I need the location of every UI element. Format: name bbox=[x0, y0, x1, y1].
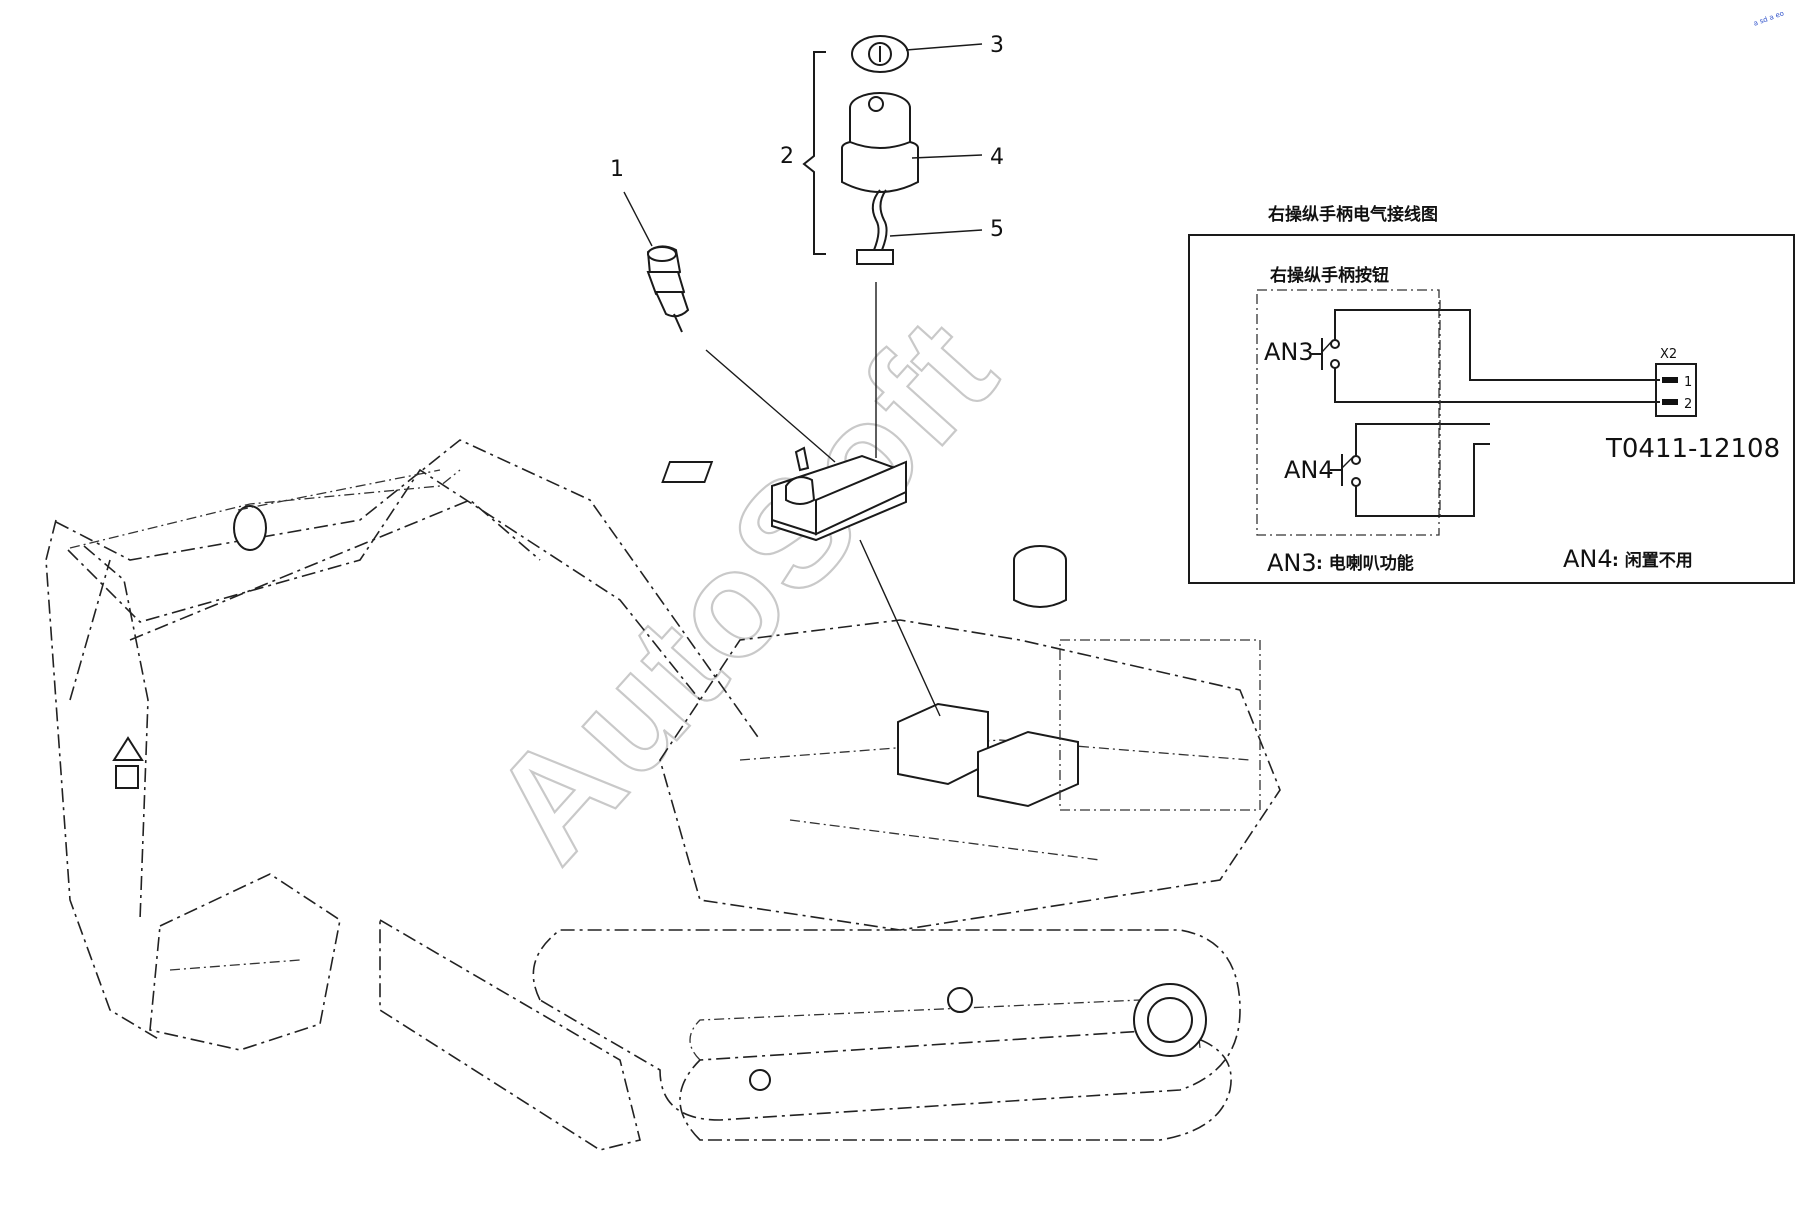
an4-switch bbox=[1330, 454, 1361, 487]
pin-2-label: 2 bbox=[1684, 397, 1692, 412]
callout-5: 5 bbox=[990, 217, 1004, 242]
part-5-wire-harness bbox=[856, 189, 983, 458]
callout-4: 4 bbox=[990, 145, 1004, 170]
note-an3-label: AN3 bbox=[1267, 549, 1317, 577]
an3-switch bbox=[1310, 338, 1340, 370]
excavator-outline bbox=[45, 439, 1281, 1151]
an4-label: AN4 bbox=[1284, 456, 1334, 484]
part-4-ignition-switch bbox=[841, 92, 983, 193]
connector-x2 bbox=[1655, 363, 1697, 417]
watermark: AutoSoft bbox=[458, 284, 1030, 893]
part-code: T0411-12108 bbox=[1605, 434, 1780, 464]
an3-label: AN3 bbox=[1264, 338, 1314, 366]
pin-1-label: 1 bbox=[1684, 375, 1692, 390]
callout-2: 2 bbox=[780, 144, 794, 169]
part-3-key-cap bbox=[851, 35, 983, 73]
connector-label: X2 bbox=[1660, 347, 1677, 362]
part-2-bracket bbox=[802, 51, 826, 255]
note-an4-label: AN4 bbox=[1563, 545, 1613, 573]
part-1-horn-button bbox=[623, 191, 836, 463]
wiring-title: 右操纵手柄电气接线图 bbox=[1268, 204, 1438, 225]
watermark-text: AutoSoft bbox=[459, 285, 1029, 892]
console-leader bbox=[859, 539, 941, 717]
control-handle-console bbox=[661, 446, 907, 542]
callout-1: 1 bbox=[610, 157, 624, 182]
button-group-title: 右操纵手柄按钮 bbox=[1270, 265, 1389, 286]
button-enclosure bbox=[1256, 289, 1440, 536]
wires bbox=[1334, 300, 1660, 520]
corner-mark: a sd a eo bbox=[1752, 9, 1785, 27]
wiring-diagram: 右操纵手柄电气接线图 右操纵手柄按钮 AN3 AN4 bbox=[1188, 204, 1795, 584]
callout-3: 3 bbox=[990, 33, 1004, 58]
wiring-frame bbox=[1188, 234, 1795, 584]
note-an4-text: : 闲置不用 bbox=[1612, 550, 1693, 571]
note-an3-text: : 电喇叭功能 bbox=[1316, 553, 1414, 574]
